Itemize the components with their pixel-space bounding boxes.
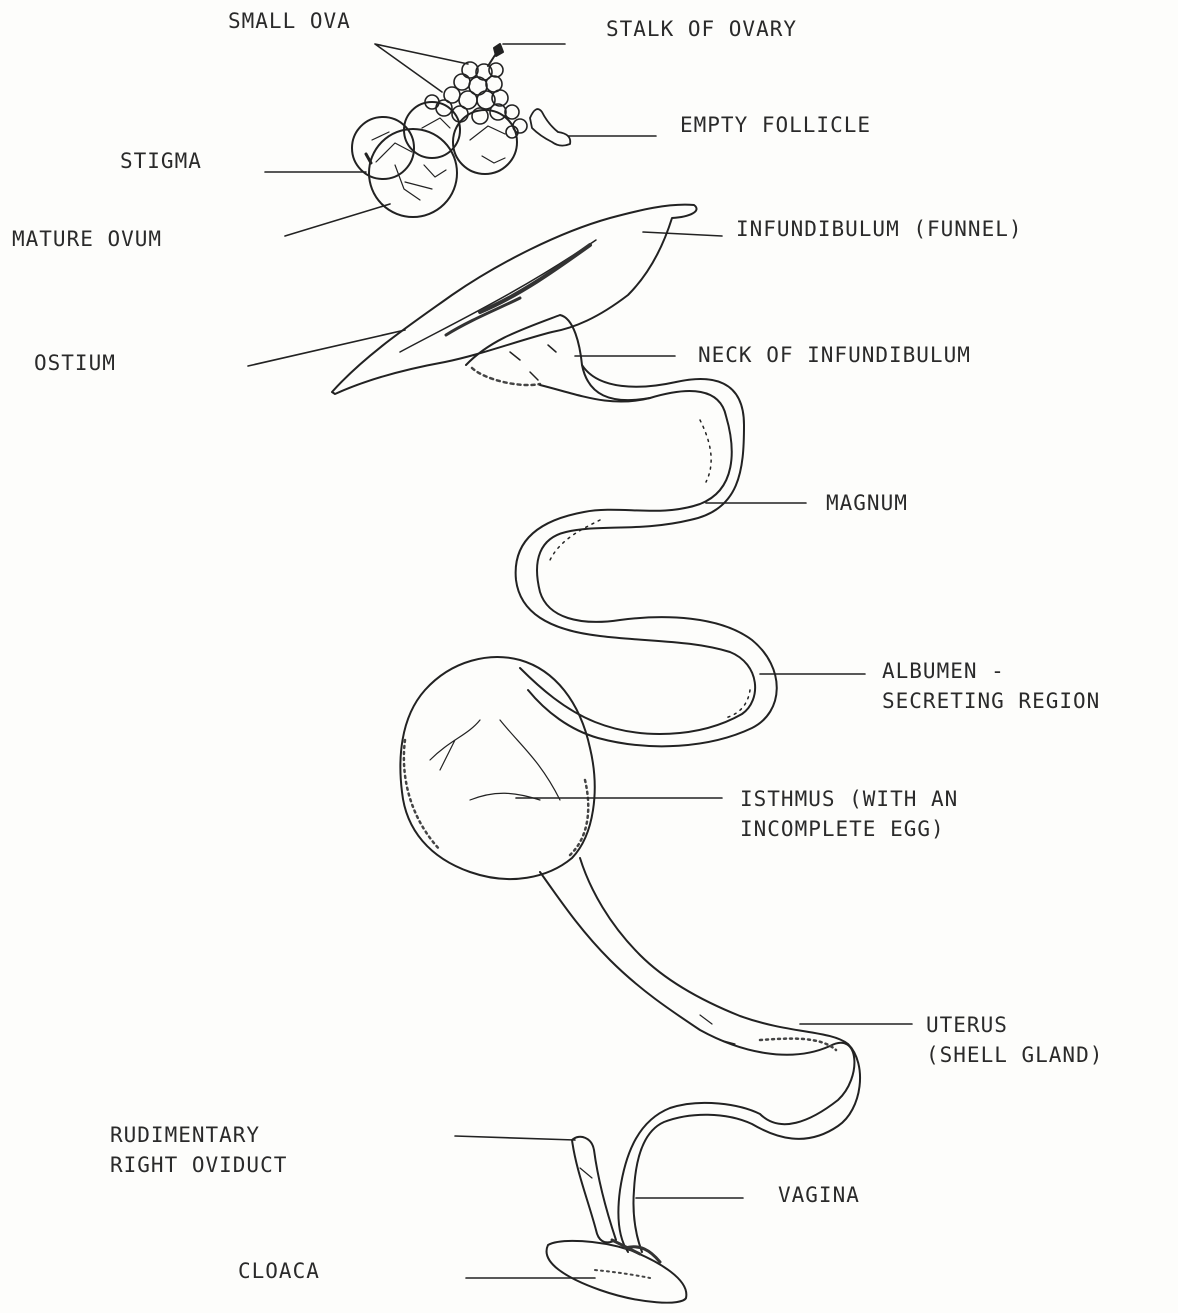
isthmus — [400, 657, 594, 879]
label-albumen-line1: ALBUMEN - — [882, 656, 1100, 686]
label-isthmus: ISTHMUS (WITH AN INCOMPLETE EGG) — [740, 784, 958, 844]
ostium-leader — [248, 330, 405, 366]
label-uterus-line1: UTERUS — [926, 1010, 1103, 1040]
label-isthmus-line1: ISTHMUS (WITH AN — [740, 784, 958, 814]
stigma-mark — [366, 154, 371, 163]
rudimentary-oviduct — [572, 1137, 616, 1243]
ovary-cluster — [352, 44, 570, 217]
label-albumen-line2: SECRETING REGION — [882, 686, 1100, 716]
infundibulum-neck — [466, 315, 650, 400]
infundibulum-leader — [643, 232, 722, 236]
label-stigma: STIGMA — [120, 146, 202, 176]
label-albumen-secreting-region: ALBUMEN - SECRETING REGION — [882, 656, 1100, 716]
label-rudimentary-line1: RUDIMENTARY — [110, 1120, 287, 1150]
small-ova — [425, 62, 527, 138]
label-magnum: MAGNUM — [826, 488, 908, 518]
label-rudimentary-right-oviduct: RUDIMENTARY RIGHT OVIDUCT — [110, 1120, 287, 1180]
rudimentary-leader — [455, 1136, 575, 1140]
follicle-veins — [372, 118, 505, 200]
label-uterus-line2: (SHELL GLAND) — [926, 1040, 1103, 1070]
label-rudimentary-line2: RIGHT OVIDUCT — [110, 1150, 287, 1180]
label-neck-of-infundibulum: NECK OF INFUNDIBULUM — [698, 340, 971, 370]
label-stalk-of-ovary: STALK OF OVARY — [606, 14, 797, 44]
empty-follicle-shape — [530, 109, 570, 146]
mature-ovum-leader — [285, 204, 390, 236]
label-isthmus-line2: INCOMPLETE EGG) — [740, 814, 958, 844]
cloaca — [547, 1240, 687, 1303]
label-vagina: VAGINA — [778, 1180, 860, 1210]
label-mature-ovum: MATURE OVUM — [12, 224, 162, 254]
label-infundibulum: INFUNDIBULUM (FUNNEL) — [736, 214, 1023, 244]
infundibulum — [332, 205, 697, 400]
label-small-ova: SMALL OVA — [228, 6, 351, 36]
label-uterus: UTERUS (SHELL GLAND) — [926, 1010, 1103, 1070]
label-ostium: OSTIUM — [34, 348, 116, 378]
label-cloaca: CLOACA — [238, 1256, 320, 1286]
label-empty-follicle: EMPTY FOLLICLE — [680, 110, 871, 140]
magnum — [516, 365, 777, 746]
large-follicles — [352, 102, 517, 217]
